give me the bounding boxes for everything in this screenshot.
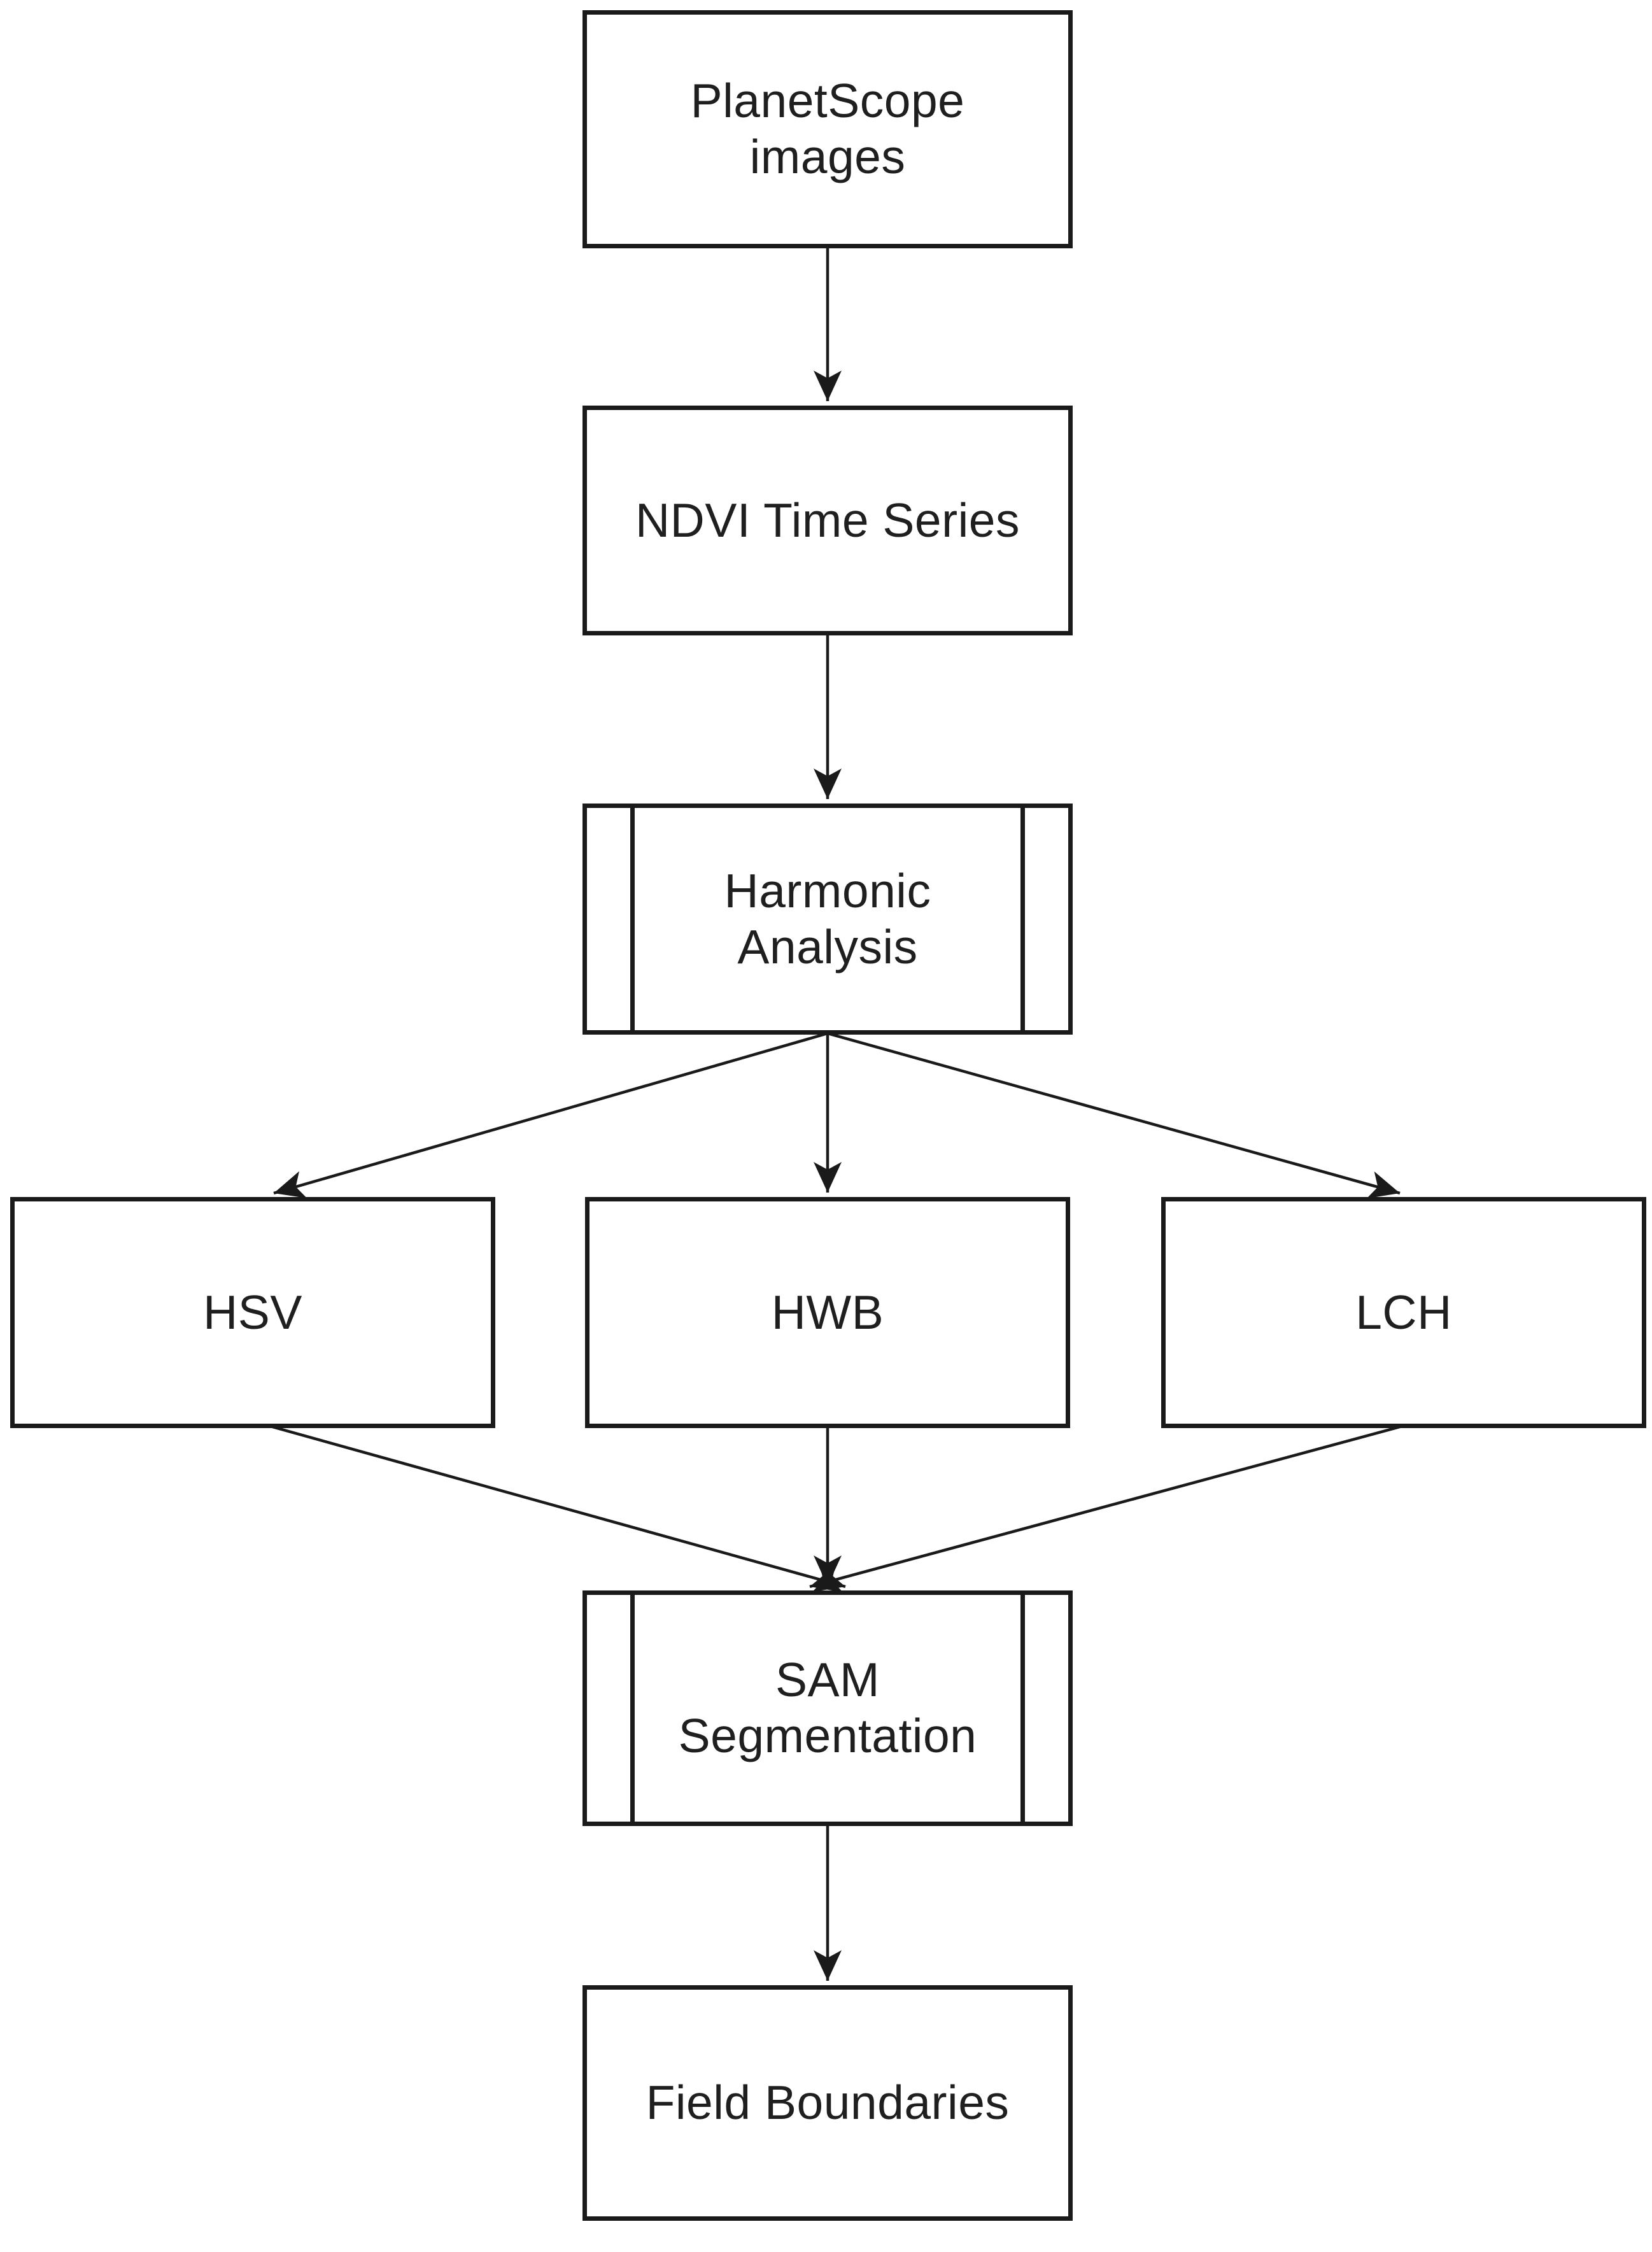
predefined-process-bar-right: [1020, 808, 1025, 1030]
node-planetscope-images-label: PlanetScope images: [691, 73, 965, 185]
label-line: images: [749, 130, 906, 183]
label-line: NDVI Time Series: [635, 493, 1020, 547]
predefined-process-bar-left: [630, 1595, 635, 1822]
node-hsv: HSV: [10, 1197, 495, 1428]
predefined-process-bar-left: [630, 808, 635, 1030]
label-line: PlanetScope: [690, 74, 965, 128]
label-line: Field Boundaries: [646, 2076, 1010, 2130]
label-line: HWB: [771, 1285, 884, 1339]
edge-harmonic-to-lch: [827, 1031, 1401, 1199]
node-lch-label: LCH: [1355, 1285, 1452, 1341]
label-line: Harmonic: [724, 863, 931, 917]
node-sam-segmentation: SAM Segmentation: [582, 1590, 1073, 1826]
label-line: LCH: [1355, 1285, 1452, 1339]
node-hwb-label: HWB: [772, 1285, 884, 1341]
label-line: Segmentation: [678, 1709, 977, 1762]
node-sam-segmentation-label: SAM Segmentation: [679, 1652, 977, 1764]
edge-hsv-to-sam: [272, 1425, 846, 1592]
node-lch: LCH: [1161, 1197, 1646, 1428]
node-hwb: HWB: [585, 1197, 1070, 1428]
node-harmonic-analysis: Harmonic Analysis: [582, 804, 1073, 1035]
node-field-boundaries-label: Field Boundaries: [646, 2075, 1010, 2131]
edge-lch-to-sam: [809, 1425, 1401, 1592]
label-line: SAM: [775, 1653, 880, 1707]
node-ndvi-time-series: NDVI Time Series: [582, 406, 1073, 635]
node-hsv-label: HSV: [203, 1285, 302, 1341]
edge-harmonic-to-hsv: [273, 1031, 828, 1198]
node-ndvi-time-series-label: NDVI Time Series: [635, 493, 1020, 549]
label-line: HSV: [203, 1285, 302, 1339]
predefined-process-bar-right: [1020, 1595, 1025, 1822]
node-field-boundaries: Field Boundaries: [582, 1985, 1073, 2221]
node-planetscope-images: PlanetScope images: [582, 10, 1073, 248]
label-line: Analysis: [737, 919, 918, 974]
node-harmonic-analysis-label: Harmonic Analysis: [724, 863, 931, 975]
